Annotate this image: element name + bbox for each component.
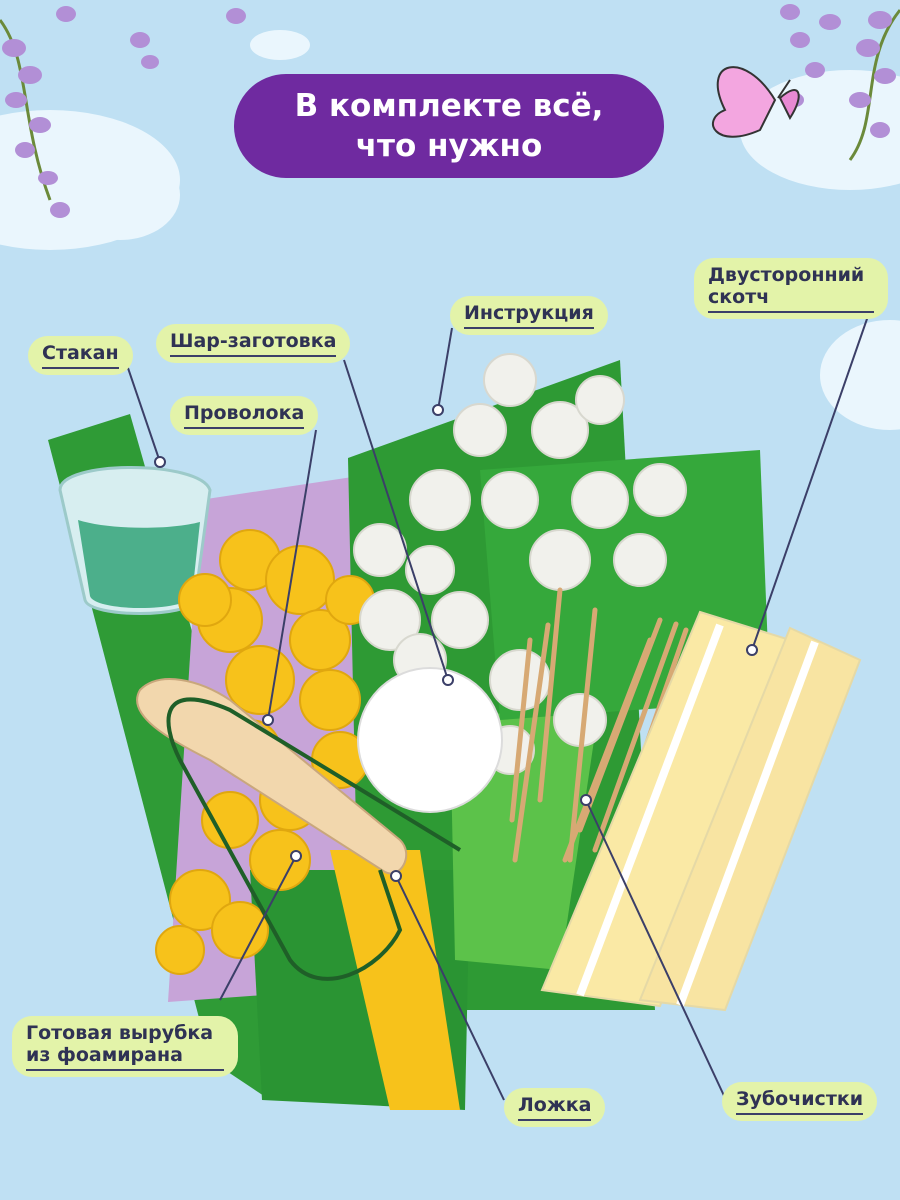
label-cutouts-line-1: Готовая вырубка [26,1022,214,1044]
yellow-foam-strip [330,850,460,1110]
wooden-spoon [136,678,408,875]
butterfly-icon [712,66,800,138]
label-cutouts-line-2: из фоамирана [26,1044,183,1066]
label-tape-line-2: скотч [708,286,770,308]
wisteria-flower-icon [0,6,246,218]
label-tape-line-1: Двусторонний [708,264,865,286]
label-double-sided-tape: Двусторонний скотч [694,258,888,319]
measuring-cup [58,466,212,615]
cloud-top [250,30,310,60]
callout-lines [127,315,869,1101]
label-foam-cutouts: Готовая вырубка из фоамирана [12,1016,238,1077]
headline-line-1: В комплекте всё, [294,88,604,124]
label-wire: Проволока [170,396,319,435]
headline-banner: В комплекте всё, что нужно [234,74,664,178]
label-wire-text: Проволока [184,402,305,424]
label-foam-ball: Шар-заготовка [156,324,351,363]
wisteria-flower-icon [780,4,900,161]
headline-line-2: что нужно [355,128,543,164]
green-wire [166,697,462,981]
foam-ball [357,667,503,813]
label-instruction-text: Инструкция [464,302,594,324]
double-sided-tape [540,610,862,1012]
white-foam-flowers [353,353,687,775]
label-cup-text: Стакан [42,342,119,364]
label-toothpicks: Зубочистки [722,1082,878,1121]
cloud-left-2 [60,150,180,240]
label-foam-ball-text: Шар-заготовка [170,330,337,352]
label-instruction: Инструкция [450,296,608,335]
label-cup: Стакан [28,336,133,375]
label-spoon-text: Ложка [518,1094,592,1116]
callout-dots [154,404,758,882]
label-spoon: Ложка [504,1088,606,1127]
label-toothpicks-text: Зубочистки [736,1088,864,1110]
